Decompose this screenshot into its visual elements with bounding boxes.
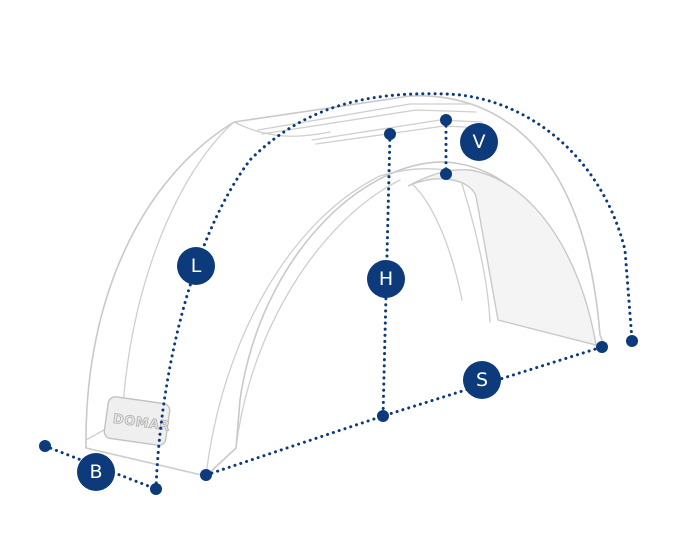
- badge-l-label: L: [191, 255, 202, 277]
- badge-h: H: [367, 260, 405, 298]
- dimension-endpoint: [377, 410, 389, 422]
- mudguard-top-groove-1: [257, 103, 471, 131]
- badge-v-label: V: [473, 131, 486, 153]
- brand-logo-plate: [103, 396, 171, 446]
- mudguard-side-fold: [233, 121, 331, 137]
- badge-h-label: H: [379, 268, 393, 290]
- mudguard-front-edge: [85, 121, 235, 441]
- mudguard-top-groove-2: [261, 109, 477, 135]
- badge-s: S: [463, 361, 501, 399]
- mudguard-inner-arch-edge: [235, 179, 401, 449]
- brand-logo: DOMAR: [103, 396, 171, 446]
- dimension-endpoint: [440, 114, 452, 126]
- mudguard-inner-rib: [461, 183, 491, 323]
- dimension-endpoint: [440, 168, 452, 180]
- dimension-endpoint: [150, 483, 162, 495]
- mudguard-inner-wall: [407, 168, 597, 346]
- badge-l: L: [177, 247, 215, 285]
- dimension-line-s: [204, 345, 604, 477]
- dimension-endpoint: [596, 341, 608, 353]
- dimension-endpoint: [626, 335, 638, 347]
- badge-b: B: [77, 453, 115, 491]
- badge-b-label: B: [89, 461, 102, 483]
- badge-v: V: [460, 123, 498, 161]
- dimension-line-l: [154, 92, 634, 491]
- dimension-badges: L H V S B: [77, 123, 501, 491]
- dimension-endpoint: [200, 469, 212, 481]
- mudguard-bottom-edge: [85, 447, 207, 477]
- badge-s-label: S: [476, 369, 488, 391]
- dimension-endpoint: [39, 440, 51, 452]
- dimension-endpoint: [384, 128, 396, 140]
- mudguard-inner-rib-2: [411, 183, 463, 301]
- mudguard-illustration: DOMAR: [85, 95, 605, 477]
